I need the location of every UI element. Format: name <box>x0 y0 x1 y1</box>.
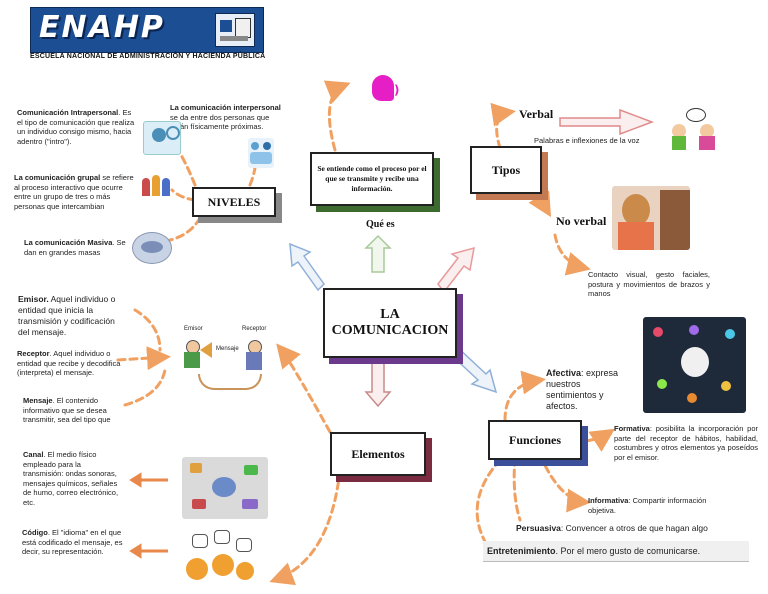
link-emisor <box>133 308 162 352</box>
link-funciones-afectiva <box>503 370 546 422</box>
link-que-es-icon <box>323 80 351 152</box>
diagram-emisor-label: Emisor <box>184 326 203 332</box>
arrow-center-funciones <box>446 345 498 394</box>
codigo-text: . El "idioma" en el que está codificado … <box>22 528 123 556</box>
arrow-verbal <box>559 108 655 136</box>
formativa-text: : posibilita la incorporación por parte … <box>614 424 758 462</box>
niveles-masiva: La comunicación Masiva. Se dan en grande… <box>24 238 134 257</box>
verbal-desc: Palabras e inflexiones de la voz <box>534 136 640 145</box>
afectiva-text: : expresa nuestros sentimientos y afecto… <box>546 368 619 411</box>
enahp-logo: ENAHP ESCUELA NACIONAL DE ADMINISTRACIÓN… <box>30 7 265 63</box>
elementos-title: Elementos <box>351 446 405 461</box>
niveles-interpersonal: La comunicación interpersonal se da entr… <box>170 103 288 132</box>
verbal-label: Verbal <box>519 107 554 121</box>
codigo-term: Código <box>22 528 48 537</box>
que-es-label: Qué es <box>366 219 395 230</box>
funciones-node: Funciones <box>488 420 582 460</box>
codigo-def: Código. El "idioma" en el que está codif… <box>22 528 130 557</box>
arrow-center-niveles <box>289 242 325 292</box>
formativa-term: Formativa <box>614 424 650 433</box>
arrow-center-quees <box>364 234 392 273</box>
masiva-illustration <box>132 232 172 264</box>
emisor-receptor-diagram: Emisor Receptor Mensaje <box>178 322 274 392</box>
receptor-text: . Aquel individuo o entidad que recibe y… <box>17 349 121 377</box>
informativa-text: : Compartir información objetiva. <box>588 496 707 515</box>
interpersonal-term: La comunicación interpersonal <box>170 103 281 112</box>
formativa-def: Formativa: posibilita la incorporación p… <box>614 424 758 462</box>
canal-text: . El medio físico empleado para la trans… <box>23 450 119 507</box>
receptor-def: Receptor. Aquel individuo o entidad que … <box>17 349 125 378</box>
speaking-head-icon: ) <box>368 75 406 105</box>
niveles-grupal: La comunicación grupal se refiere al pro… <box>14 173 134 211</box>
masiva-text: . Se dan en grandes masas <box>24 238 126 257</box>
entretenimiento-def: Entretenimiento. Por el mero gusto de co… <box>483 541 749 562</box>
mensaje-term: Mensaje <box>23 396 53 405</box>
arrow-center-elementos <box>364 357 392 408</box>
tipos-node: Tipos <box>470 146 542 194</box>
persuasiva-term: Persuasiva <box>516 523 561 533</box>
canal-illustration <box>182 457 268 519</box>
interpersonal-text: se da entre dos personas que están físic… <box>170 112 270 132</box>
niveles-intrapersonal: Comunicación Intrapersonal. Es el tipo d… <box>17 108 135 146</box>
afectiva-def: Afectiva: expresa nuestros sentimientos … <box>546 368 630 412</box>
diagram-mensaje-label: Mensaje <box>216 346 239 352</box>
link-elementos-bottom <box>269 468 342 586</box>
no-verbal-photo <box>612 186 690 250</box>
intrapersonal-term: Comunicación Intrapersonal <box>17 108 119 117</box>
masiva-term: La comunicación Masiva <box>24 238 113 247</box>
intrapersonal-illustration <box>143 121 181 155</box>
entretenimiento-term: Entretenimiento <box>487 546 556 556</box>
logo-subtitle: ESCUELA NACIONAL DE ADMINISTRACIÓN Y HAC… <box>30 53 266 60</box>
link-funciones-informativa <box>538 453 591 513</box>
center-title: LA COMUNICACION <box>331 307 449 338</box>
niveles-title: NIVELES <box>207 194 261 209</box>
link-mensaje <box>123 368 167 407</box>
receptor-term: Receptor <box>17 349 50 358</box>
canal-term: Canal <box>23 450 44 459</box>
logo-band: ENAHP <box>30 7 264 53</box>
no-verbal-label: No verbal <box>556 214 607 228</box>
link-elementos-diagram <box>276 343 332 434</box>
logo-wordmark: ENAHP <box>39 10 165 45</box>
mensaje-def: Mensaje. El contenido informativo que se… <box>23 396 125 425</box>
diagram-receptor-label: Receptor <box>242 326 267 332</box>
persuasiva-text: : Convencer a otros de que hagan algo <box>560 523 708 533</box>
grupal-illustration <box>140 172 172 200</box>
niveles-node: NIVELES <box>192 187 276 217</box>
emisor-def: Emisor. Aquel individuo o entidad que in… <box>18 294 128 338</box>
link-funciones-entretenimiento <box>475 458 502 552</box>
link-funciones-persuasiva <box>512 456 522 522</box>
no-verbal-desc: Contacto visual, gesto faciales, postura… <box>588 270 710 298</box>
verbal-illustration <box>672 108 718 150</box>
definition-box: Se entiende como el proceso por el que s… <box>310 152 434 206</box>
grupal-text: se refiere al proceso interactivo que oc… <box>14 173 134 211</box>
interpersonal-illustration <box>248 138 274 168</box>
codigo-illustration <box>182 528 258 584</box>
canal-def: Canal. El medio físico empleado para la … <box>23 450 123 507</box>
entretenimiento-text: . Por el mero gusto de comunicarse. <box>555 546 701 556</box>
arrow-center-tipos <box>437 246 475 294</box>
intrapersonal-text: . Es el tipo de comunicación que realiza… <box>17 108 135 146</box>
informativa-def: Informativa: Compartir información objet… <box>588 496 728 515</box>
logo-emblem <box>215 13 255 47</box>
link-tipos-verbal <box>490 102 516 150</box>
funciones-title: Funciones <box>508 432 561 447</box>
tipos-title: Tipos <box>491 162 521 177</box>
center-node: LA COMUNICACION <box>323 288 457 358</box>
link-niveles-masiva <box>168 216 202 242</box>
afectiva-term: Afectiva <box>546 368 582 378</box>
mensaje-text: . El contenido informativo que se desea … <box>23 396 111 424</box>
link-noverbal-desc <box>553 233 591 276</box>
funciones-illustration <box>643 317 746 413</box>
link-receptor <box>116 346 171 371</box>
elementos-node: Elementos <box>330 432 426 476</box>
definition-text: Se entiende como el proceso por el que s… <box>317 164 427 193</box>
emisor-term: Emisor. <box>18 294 49 304</box>
grupal-term: La comunicación grupal <box>14 173 101 182</box>
emisor-text: Aquel individuo o entidad que inicia la … <box>18 294 116 337</box>
informativa-term: Informativa <box>588 496 629 505</box>
persuasiva-def: Persuasiva: Convencer a otros de que hag… <box>516 523 746 534</box>
